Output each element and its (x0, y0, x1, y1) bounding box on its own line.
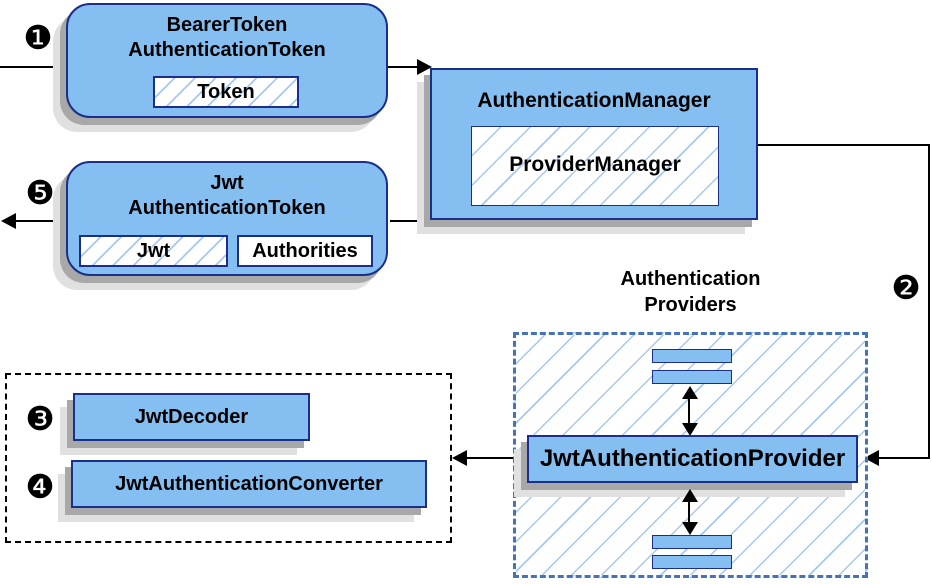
arrow-token-to-manager-line (388, 66, 418, 68)
providers-group-title-line1: Authentication (620, 268, 761, 290)
authorities-chip: Authorities (237, 235, 373, 267)
jwt-chip: Jwt (79, 235, 228, 267)
arrowhead-down-icon (682, 423, 698, 436)
step-4-badge: ❹ (25, 467, 55, 506)
providers-group-title-line2: Providers (644, 294, 737, 316)
jwt-token-title-line2: AuthenticationToken (128, 197, 326, 219)
arrow-step2-top-segment (758, 144, 930, 146)
jwt-authentication-token-node: Jwt AuthenticationToken Jwt Authorities (66, 161, 388, 276)
arrow-provider-to-group-line (466, 457, 528, 459)
provider-list-bar (652, 370, 732, 384)
jwt-decoder-node: JwtDecoder (73, 393, 310, 441)
providers-group-title: Authentication Providers (513, 266, 868, 318)
arrow-step2-bottom-segment (878, 457, 930, 459)
double-arrow-bottom-line (688, 500, 690, 524)
line-manager-to-jwt-token (390, 220, 432, 222)
jwt-token-title-line1: Jwt (210, 172, 244, 194)
provider-manager-chip: ProviderManager (471, 126, 719, 206)
bearer-token-title-line1: BearerToken (166, 14, 288, 36)
bearer-token-title: BearerToken AuthenticationToken (68, 5, 386, 63)
arrow-response-out-line (14, 220, 66, 222)
provider-list-bar (652, 535, 732, 549)
provider-list-bar (652, 349, 732, 363)
arrowhead-right-icon (417, 59, 432, 75)
token-chip: Token (153, 76, 299, 108)
arrow-step2-vertical-segment (928, 144, 930, 459)
step-5-badge: ❺ (25, 173, 55, 212)
authentication-manager-node: AuthenticationManager ProviderManager (430, 68, 758, 220)
bearer-token-title-line2: AuthenticationToken (128, 39, 326, 61)
double-arrow-top-line (688, 397, 690, 425)
arrowhead-left-icon (452, 450, 467, 466)
jwt-authentication-converter-node: JwtAuthenticationConverter (71, 460, 427, 508)
arrowhead-left-icon (1, 213, 16, 229)
step-2-badge: ❷ (891, 268, 921, 307)
arrow-request-in (0, 66, 66, 68)
arrowhead-up-icon (682, 386, 698, 399)
authentication-manager-title: AuthenticationManager (477, 89, 711, 112)
jwt-authentication-provider-node: JwtAuthenticationProvider (527, 435, 858, 483)
arrowhead-up-icon (682, 489, 698, 502)
jwt-token-title: Jwt AuthenticationToken (68, 163, 386, 221)
arrowhead-down-icon (682, 522, 698, 535)
step-3-badge: ❸ (25, 399, 55, 438)
decoder-converter-group (5, 373, 452, 543)
bearer-token-authentication-token-node: BearerToken AuthenticationToken Token (66, 3, 388, 118)
step-1-badge: ❶ (23, 18, 53, 57)
provider-list-bar (652, 555, 732, 569)
